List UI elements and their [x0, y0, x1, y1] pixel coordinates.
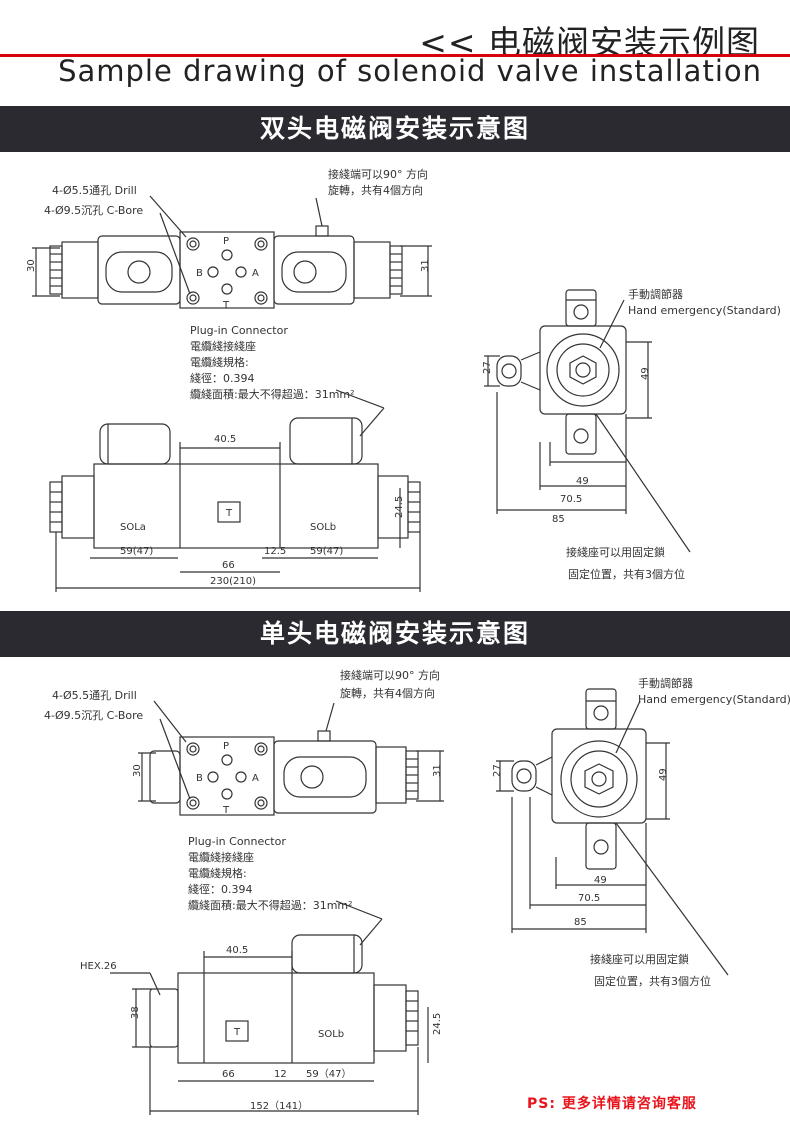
- sol-b-label: SOLb: [310, 522, 336, 533]
- ps-note: PS: 更多详情请咨询客服: [527, 1096, 697, 1112]
- dim-38: 38: [130, 1006, 141, 1019]
- dim-40-5: 40.5: [214, 434, 236, 445]
- sol-a-label: SOLa: [120, 522, 146, 533]
- port-p: P: [223, 741, 229, 752]
- double-front-view: [49, 389, 421, 592]
- dim-total: 152（141）: [250, 1100, 308, 1112]
- header-red-rule: [0, 54, 790, 57]
- cable-area: 纜綫面積:最大不得超過：31mm²: [188, 898, 353, 912]
- dim-49-vertical: 49: [640, 367, 651, 380]
- dim-59: 59（47）: [306, 1068, 351, 1080]
- dim-66: 66: [222, 1069, 235, 1080]
- manual-cn: 手動調節器: [628, 287, 683, 301]
- port-b: B: [196, 773, 203, 784]
- plug-connector: Plug-in Connector: [188, 835, 286, 848]
- rotate-line1: 接綫端可以90° 方向: [328, 167, 428, 181]
- port-a: A: [252, 268, 259, 279]
- page-title-en: Sample drawing of solenoid valve install…: [58, 54, 762, 88]
- drill-label: 4-Ø5.5通孔 Drill: [52, 689, 137, 702]
- dim-59-left: 59(47): [120, 546, 153, 557]
- dim-70-5: 70.5: [560, 494, 582, 505]
- rotate-line2: 旋轉，共有4個方向: [340, 686, 435, 700]
- rotate-line2: 旋轉，共有4個方向: [328, 183, 423, 197]
- cable-area: 纜綫面積:最大不得超過：31mm²: [190, 387, 355, 401]
- dim-49-vertical: 49: [658, 768, 669, 781]
- dim-66: 66: [222, 560, 235, 571]
- bore-label: 4-Ø9.5沉孔 C-Bore: [44, 204, 143, 217]
- dim-49-horizontal: 49: [594, 875, 607, 886]
- double-top-view: [32, 195, 432, 309]
- port-b: B: [196, 268, 203, 279]
- dim-right-height: 31: [420, 259, 431, 272]
- manual-en: Hand emergency(Standard): [638, 693, 790, 706]
- dim-12: 12: [274, 1069, 287, 1080]
- dim-85: 85: [552, 514, 565, 525]
- t-mark: T: [233, 1027, 241, 1038]
- section-title-double: 双头电磁阀安装示意图: [0, 106, 790, 152]
- t-mark: T: [225, 508, 233, 519]
- dim-49-horizontal: 49: [576, 476, 589, 487]
- dim-59-right: 59(47): [310, 546, 343, 557]
- plug-connector: Plug-in Connector: [190, 324, 288, 337]
- single-head-drawing: 4-Ø5.5通孔 Drill 4-Ø9.5沉孔 C-Bore 接綫端可以90° …: [44, 668, 790, 1115]
- dim-left-height: 30: [132, 764, 143, 777]
- dim-27: 27: [482, 361, 493, 374]
- dim-70-5: 70.5: [578, 893, 600, 904]
- dim-24-5: 24.5: [394, 496, 405, 518]
- section-title-single: 单头电磁阀安装示意图: [0, 611, 790, 657]
- dim-85: 85: [574, 917, 587, 928]
- drill-label: 4-Ø5.5通孔 Drill: [52, 184, 137, 197]
- lock-line2: 固定位置，共有3個方位: [568, 567, 685, 581]
- dim-12-5: 12.5: [264, 546, 286, 557]
- lock-line1: 接綫座可以用固定鎖: [566, 545, 665, 559]
- double-side-view: [484, 289, 691, 553]
- port-t: T: [222, 805, 230, 816]
- double-head-drawing: 4-Ø5.5通孔 Drill 4-Ø9.5沉孔 C-Bore 接綫端可以90° …: [26, 167, 781, 592]
- single-top-view: [138, 700, 444, 816]
- dim-40-5: 40.5: [226, 945, 248, 956]
- lock-line1: 接綫座可以用固定鎖: [590, 952, 689, 966]
- port-a: A: [252, 773, 259, 784]
- port-p: P: [223, 236, 229, 247]
- plug-cn: 電纜綫接綫座: [188, 850, 254, 864]
- dim-27: 27: [492, 764, 503, 777]
- dim-left-height: 30: [26, 259, 37, 272]
- dim-24-5: 24.5: [432, 1013, 443, 1035]
- rotate-line1: 接綫端可以90° 方向: [340, 668, 440, 682]
- single-front-view: [110, 900, 429, 1115]
- single-side-view: [496, 688, 729, 976]
- manual-en: Hand emergency(Standard): [628, 304, 781, 317]
- wire-diameter: 綫徑：0.394: [190, 372, 255, 385]
- plug-cn: 電纜綫接綫座: [190, 339, 256, 353]
- cable-spec: 電纜綫規格:: [190, 355, 249, 369]
- dim-right-height: 31: [432, 764, 443, 777]
- hex-label: HEX.26: [80, 961, 117, 972]
- lock-line2: 固定位置，共有3個方位: [594, 974, 711, 988]
- bore-label: 4-Ø9.5沉孔 C-Bore: [44, 709, 143, 722]
- wire-diameter: 綫徑：0.394: [188, 883, 253, 896]
- dim-total: 230(210): [210, 576, 256, 587]
- cable-spec: 電纜綫規格:: [188, 866, 247, 880]
- sol-b-label: SOLb: [318, 1029, 344, 1040]
- port-t: T: [222, 300, 230, 311]
- manual-cn: 手動調節器: [638, 676, 693, 690]
